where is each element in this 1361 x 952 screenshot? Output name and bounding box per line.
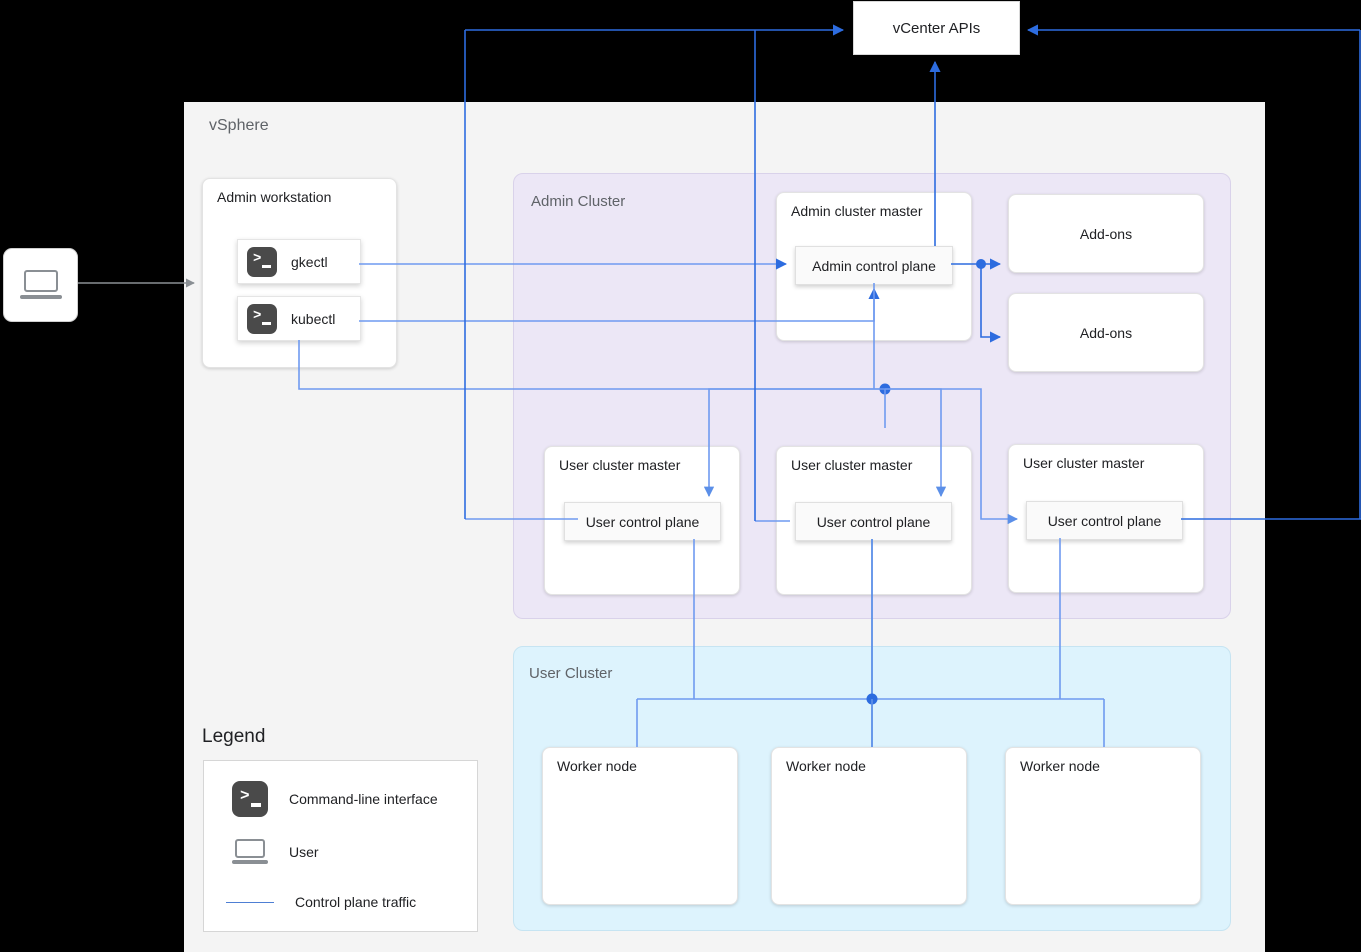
worker-node-label-2: Worker node bbox=[786, 758, 866, 774]
laptop-icon bbox=[19, 270, 62, 300]
cli-label-kubectl: kubectl bbox=[291, 310, 336, 327]
user-cluster-label: User Cluster bbox=[529, 665, 613, 682]
legend-box: Command-line interface User Control plan… bbox=[203, 760, 478, 932]
user-cluster-master-label-3: User cluster master bbox=[1023, 455, 1145, 471]
addons-label-2: Add-ons bbox=[1079, 324, 1133, 341]
cli-card-gkectl: gkectl bbox=[237, 239, 361, 284]
admin-cluster-master-label: Admin cluster master bbox=[791, 203, 923, 219]
user-control-plane-card-1: User control plane bbox=[564, 502, 721, 541]
legend-label-user: User bbox=[289, 844, 319, 860]
cli-card-kubectl: kubectl bbox=[237, 296, 361, 341]
line-swatch-icon bbox=[226, 901, 274, 903]
legend-title: Legend bbox=[202, 726, 266, 747]
worker-node-card-3: Worker node bbox=[1005, 747, 1201, 905]
user-cluster-master-label-2: User cluster master bbox=[791, 457, 913, 473]
cli-label-gkectl: gkectl bbox=[291, 253, 328, 270]
addons-label-1: Add-ons bbox=[1079, 225, 1133, 242]
user-control-plane-card-2: User control plane bbox=[795, 502, 952, 541]
worker-node-label-3: Worker node bbox=[1020, 758, 1100, 774]
terminal-icon bbox=[232, 781, 268, 817]
terminal-icon bbox=[247, 303, 277, 334]
user-cluster-master-label-1: User cluster master bbox=[559, 457, 681, 473]
vcenter-apis-box: vCenter APIs bbox=[853, 1, 1020, 55]
addons-card-1: Add-ons bbox=[1008, 194, 1204, 273]
legend-item-cli: Command-line interface bbox=[232, 781, 438, 817]
worker-node-card-2: Worker node bbox=[771, 747, 967, 905]
worker-node-label-1: Worker node bbox=[557, 758, 637, 774]
admin-workstation-label: Admin workstation bbox=[217, 189, 332, 205]
legend-item-user: User bbox=[232, 839, 319, 865]
admin-control-plane-card: Admin control plane bbox=[795, 246, 953, 285]
legend-item-traffic: Control plane traffic bbox=[226, 894, 417, 910]
admin-cluster-label: Admin Cluster bbox=[531, 193, 626, 210]
legend-label-traffic: Control plane traffic bbox=[295, 894, 417, 910]
terminal-icon bbox=[247, 246, 277, 277]
user-control-plane-card-3: User control plane bbox=[1026, 501, 1183, 540]
addons-card-2: Add-ons bbox=[1008, 293, 1204, 372]
vsphere-label: vSphere bbox=[209, 117, 269, 134]
worker-node-card-1: Worker node bbox=[542, 747, 738, 905]
user-node bbox=[3, 248, 78, 322]
laptop-icon bbox=[232, 839, 268, 865]
legend-label-cli: Command-line interface bbox=[289, 791, 438, 807]
